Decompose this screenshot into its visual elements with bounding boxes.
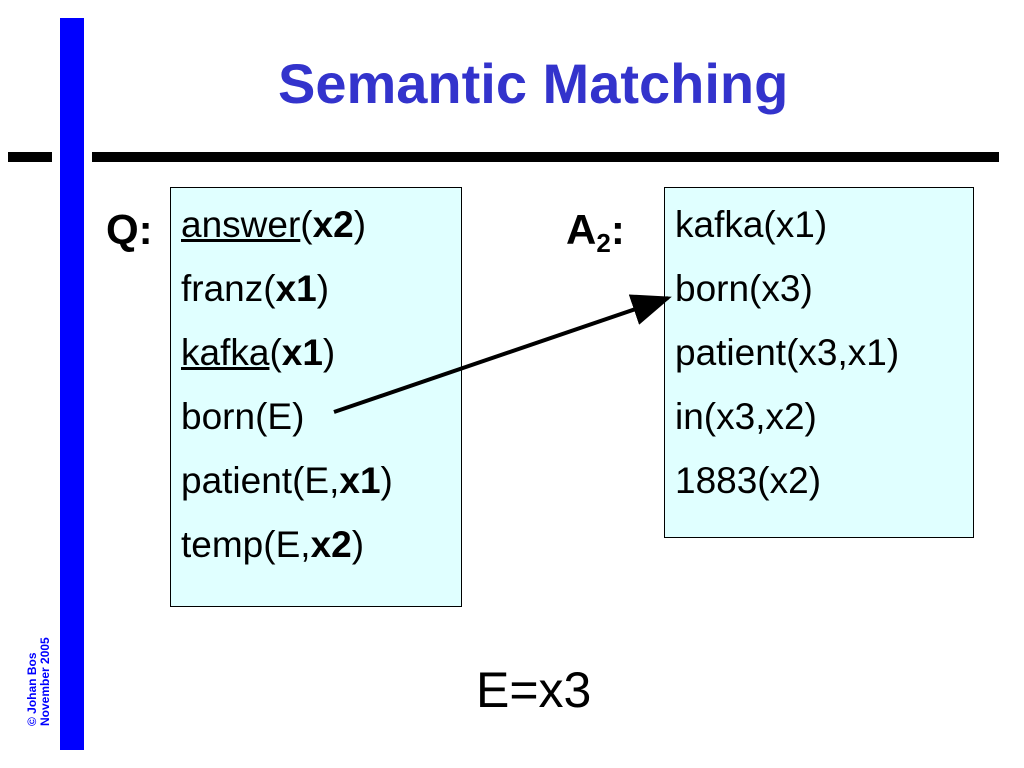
- query-predicate: born(E): [181, 396, 304, 438]
- answer-predicate: 1883(x2): [675, 460, 822, 501]
- title-rule-right: [92, 152, 999, 162]
- predicate-close-paren: ): [316, 268, 330, 309]
- predicate-open-paren: (: [263, 524, 276, 565]
- predicate-argument: E: [267, 396, 293, 437]
- side-bar: [60, 18, 84, 750]
- predicate-close-paren: ): [353, 204, 367, 245]
- answer-box: kafka(x1) born(x3) patient(x3,x1) in(x3,x2)…: [664, 187, 974, 538]
- predicate-open-paren: (: [255, 396, 268, 437]
- copyright-note: © Johan Bos November 2005: [25, 637, 52, 726]
- query-predicate: franz(x1): [181, 268, 329, 310]
- predicate-argument: x1: [281, 332, 323, 373]
- predicate-open-paren: (: [263, 268, 276, 309]
- predicate-open-paren: (: [269, 332, 282, 373]
- answer-label: A2:: [566, 206, 625, 267]
- query-box: answer(x2)franz(x1)kafka(x1)born(E)patie…: [170, 187, 462, 607]
- title-rule-left: [8, 152, 52, 162]
- query-predicate: answer(x2): [181, 204, 366, 246]
- query-predicate: kafka(x1): [181, 332, 335, 374]
- query-label: Q:: [106, 206, 153, 253]
- predicate-argument: x1: [339, 460, 381, 501]
- predicate-argument: x1: [275, 268, 317, 309]
- predicate-name: answer: [181, 204, 301, 245]
- query-predicate: temp(E,x2): [181, 524, 364, 566]
- answer-label-colon: :: [610, 206, 625, 253]
- slide-title: Semantic Matching: [278, 52, 789, 115]
- answer-predicate: in(x3,x2): [675, 396, 817, 437]
- predicate-name: temp: [181, 524, 264, 565]
- answer-predicate: kafka(x1): [675, 204, 828, 245]
- predicate-close-paren: ): [380, 460, 393, 501]
- answer-predicate: patient(x3,x1): [675, 332, 900, 373]
- predicate-argument: E,: [275, 524, 311, 565]
- predicate-name: franz: [181, 268, 264, 309]
- unification-result: E=x3: [476, 662, 592, 718]
- predicate-argument: x2: [310, 524, 352, 565]
- answer-predicate: born(x3): [675, 268, 813, 309]
- predicate-close-paren: ): [292, 396, 305, 437]
- copyright-date: November 2005: [38, 637, 52, 726]
- predicate-open-paren: (: [300, 204, 313, 245]
- query-predicate: patient(E,x1): [181, 460, 393, 502]
- predicate-name: kafka: [181, 332, 270, 373]
- predicate-close-paren: ): [322, 332, 336, 373]
- predicate-argument: E,: [304, 460, 340, 501]
- answer-label-subscript: 2: [596, 228, 611, 258]
- predicate-close-paren: ): [351, 524, 365, 565]
- answer-label-letter: A: [566, 206, 597, 253]
- predicate-name: patient: [181, 460, 293, 501]
- predicate-open-paren: (: [292, 460, 305, 501]
- predicate-argument: x2: [312, 204, 354, 245]
- predicate-name: born: [181, 396, 256, 437]
